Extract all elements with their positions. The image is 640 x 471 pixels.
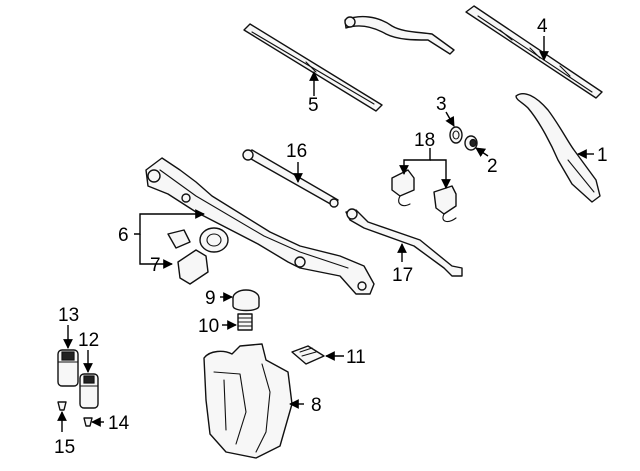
part-16-drive-link — [242, 149, 339, 208]
callout-17: 17 — [392, 265, 413, 286]
callout-11: 11 — [346, 347, 366, 368]
callout-14: 14 — [108, 413, 130, 434]
part-15-grommet — [57, 401, 67, 411]
part-4-wiper-blade — [465, 5, 603, 99]
part-13-washer-pump — [57, 349, 79, 387]
callout-4: 4 — [537, 16, 548, 37]
part-2-cap — [464, 135, 478, 151]
part-17-connecting-rod — [345, 208, 463, 277]
part-10-filler-neck — [237, 313, 253, 331]
part-8-washer-reservoir — [203, 343, 293, 459]
part-5-wiper-blade — [243, 23, 383, 112]
callout-8: 8 — [311, 395, 322, 416]
part-6-wiper-linkage — [145, 157, 375, 295]
callout-7: 7 — [150, 255, 161, 276]
wiper-arm-upper — [344, 15, 455, 55]
callout-13: 13 — [58, 305, 79, 326]
callout-16: 16 — [286, 141, 307, 162]
callout-18: 18 — [414, 130, 435, 151]
part-1-wiper-arm — [515, 92, 601, 203]
callout-3: 3 — [436, 94, 447, 115]
callout-12: 12 — [78, 330, 99, 351]
callout-10: 10 — [198, 316, 219, 337]
callout-15: 15 — [54, 437, 75, 458]
callout-9: 9 — [205, 288, 216, 309]
callout-1: 1 — [597, 145, 608, 166]
part-3-nut — [449, 126, 463, 144]
part-12-washer-pump — [79, 373, 99, 409]
part-14-grommet — [83, 417, 93, 427]
part-11-label — [291, 345, 325, 365]
callout-6: 6 — [118, 225, 129, 246]
callout-5: 5 — [308, 95, 319, 116]
callout-labels: 1 2 3 4 5 6 7 8 9 10 11 12 13 14 15 16 1… — [54, 16, 608, 458]
part-9-reservoir-cap — [232, 289, 260, 312]
leader-lines — [57, 36, 594, 432]
part-7-wiper-motor — [167, 227, 229, 285]
callout-2: 2 — [487, 156, 498, 177]
